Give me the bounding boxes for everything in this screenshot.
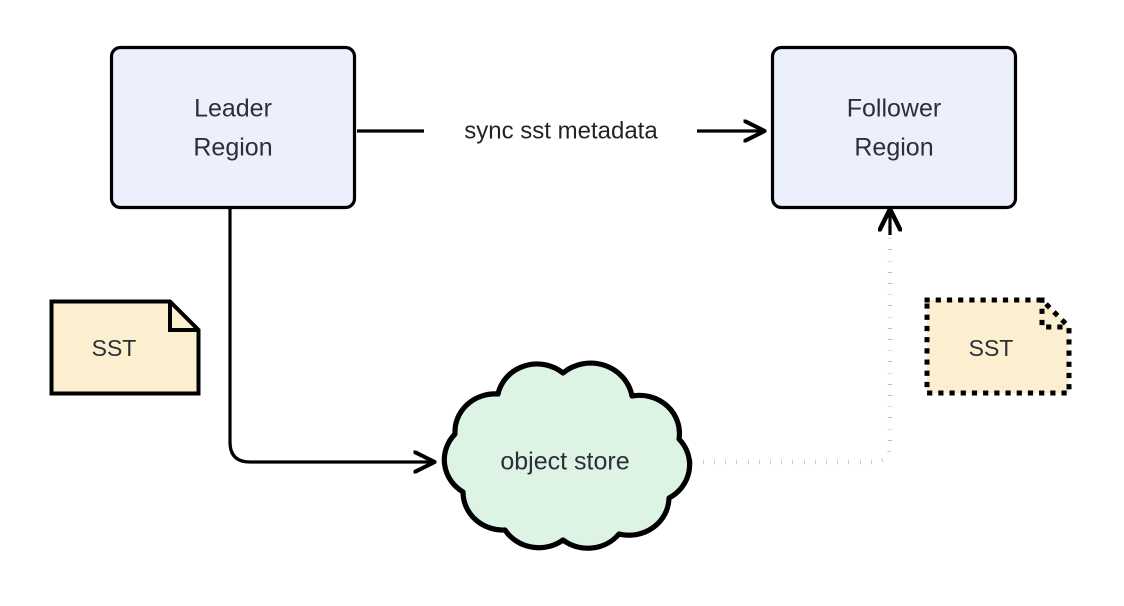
node-follower-region[interactable]: Follower Region (770, 45, 1018, 210)
fetch-edge-path (692, 222, 893, 465)
leader-region-label-line1: Leader (194, 95, 272, 123)
follower-region-label-line1: Follower (847, 95, 941, 123)
sst-leader-folded-corner (168, 301, 199, 332)
object-store-label: object store (500, 448, 629, 476)
object-store-cloud-shape[interactable] (441, 360, 693, 551)
follower-region-label-line2: Region (854, 134, 933, 162)
leader-region-box[interactable] (109, 45, 357, 210)
node-object-store[interactable]: object store (441, 360, 693, 551)
leader-region-label-line2: Region (193, 134, 272, 162)
node-sst-leader[interactable]: SST (49, 299, 201, 396)
node-leader-region[interactable]: Leader Region (109, 45, 357, 210)
sync-edge-label: sync sst metadata (464, 117, 658, 144)
sst-follower-folded-corner (1039, 297, 1072, 330)
node-sst-follower[interactable]: SST (924, 297, 1072, 396)
sst-follower-label: SST (969, 335, 1014, 361)
edge-fetch-to-follower (692, 212, 893, 465)
edge-upload-to-object-store (228, 208, 432, 462)
sst-leader-document-body[interactable] (49, 299, 201, 396)
sst-leader-label: SST (92, 335, 137, 361)
edge-sync-metadata: sync sst metadata (357, 117, 762, 144)
follower-region-box[interactable] (770, 45, 1018, 210)
upload-edge-path (228, 208, 432, 462)
sst-follower-document-fill[interactable] (927, 300, 1069, 393)
